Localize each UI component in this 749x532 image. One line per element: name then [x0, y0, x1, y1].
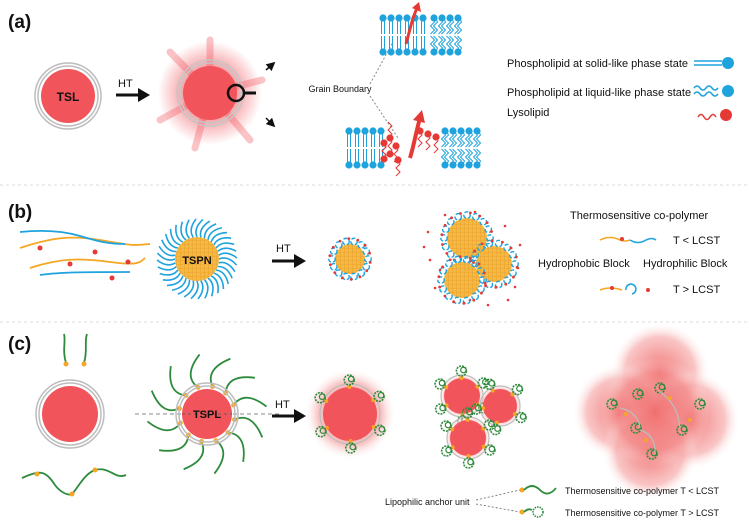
panel-c: (c) TSPL HT — [8, 322, 740, 518]
legend-hydrophobic: Hydrophobic Block — [538, 258, 630, 270]
lysolipid-icon — [697, 109, 732, 121]
ht-label-a: HT — [118, 78, 133, 90]
legend-c-above: Thermosensitive co-polymer T > LCST — [565, 508, 719, 518]
panel-c-label: (c) — [8, 334, 31, 355]
ht-arrow-c: HT — [272, 399, 306, 423]
fused-cloud — [572, 322, 740, 500]
legend-t-below: T < LCST — [673, 235, 720, 247]
anchor-unit-label: Lipophilic anchor unit — [385, 497, 470, 507]
tspl-label: TSPL — [193, 409, 221, 421]
heated-liposome — [156, 36, 276, 152]
liquid-phospholipid-icon — [693, 85, 734, 97]
legend-b-title: Thermosensitive co-polymer — [570, 210, 708, 222]
upper-bilayer — [379, 14, 463, 56]
panel-b: (b) TSPN HT Thermosensitiv — [8, 202, 728, 307]
legend-t-above: T > LCST — [673, 284, 720, 296]
copolymer-extended-green-icon — [519, 485, 557, 495]
panel-a: (a) TSL HT — [8, 2, 734, 177]
legend-hydrophilic: Hydrophilic Block — [643, 258, 728, 270]
legend-c-below: Thermosensitive co-polymer T < LCST — [565, 486, 719, 496]
anchored-polymer-free — [63, 333, 88, 367]
panel-a-label: (a) — [8, 12, 31, 33]
tspn-nanoparticle — [156, 218, 238, 300]
ht-arrow-b: HT — [272, 243, 306, 268]
collapsed-nanoparticle — [328, 237, 372, 281]
legend-a: Phospholipid at solid-like phase state P… — [507, 57, 734, 121]
legend-c: Lipophilic anchor unit Thermosensitive c… — [385, 485, 719, 518]
anchored-polymer-chain — [21, 467, 127, 497]
ht-label-c: HT — [275, 399, 290, 411]
tsl-liposome: TSL — [34, 62, 102, 130]
free-copolymer-strands — [19, 229, 151, 281]
solid-phospholipid-icon — [694, 57, 734, 69]
ht-label-b: HT — [276, 243, 291, 255]
plain-liposome — [35, 379, 105, 449]
tsl-label: TSL — [57, 90, 80, 104]
aggregated-tspl — [434, 365, 527, 469]
legend-solid-phospholipid: Phospholipid at solid-like phase state — [507, 58, 688, 70]
copolymer-extended-icon — [599, 236, 657, 244]
legend-lysolipid: Lysolipid — [507, 107, 549, 119]
tspn-label: TSPN — [182, 255, 211, 267]
lower-bilayer — [345, 121, 482, 177]
legend-liquid-phospholipid: Phospholipid at liquid-like phase state — [507, 87, 691, 99]
tspn-core — [175, 237, 219, 281]
copolymer-collapsed-icon — [599, 283, 650, 295]
aggregate-cluster — [422, 210, 522, 307]
copolymer-collapsed-green-icon — [519, 506, 544, 518]
panel-b-label: (b) — [8, 202, 32, 223]
ht-arrow-a: HT — [116, 78, 150, 102]
magnifier-icon — [226, 83, 256, 103]
heated-tspl — [304, 368, 396, 460]
grain-boundary-label: Grain Boundary — [308, 84, 372, 94]
legend-b: Thermosensitive co-polymer T < LCST Hydr… — [538, 210, 728, 296]
